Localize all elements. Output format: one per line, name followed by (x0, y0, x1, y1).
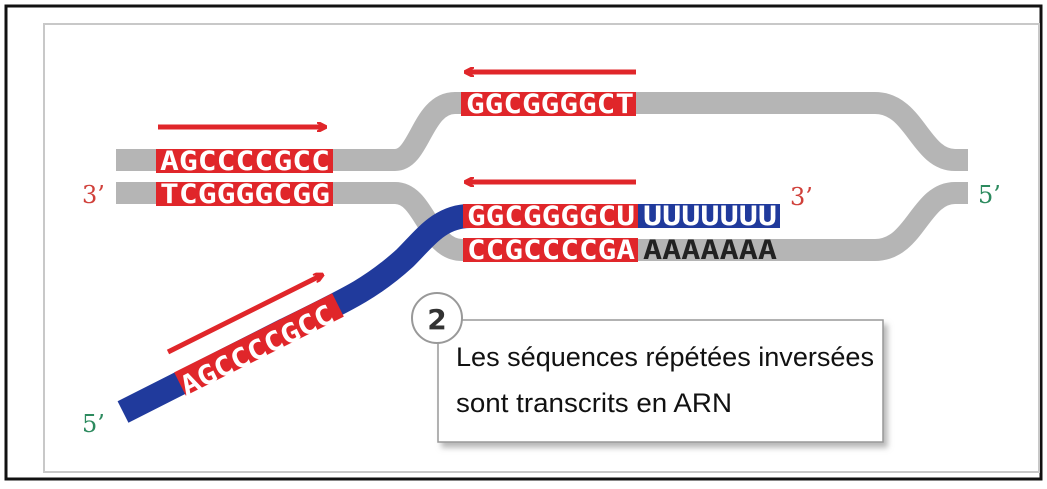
seq-left-bottom: TCGGGGCGG (160, 179, 330, 210)
rna-diag-segment (174, 293, 344, 396)
callout-line-2: sont transcrits en ARN (456, 388, 732, 418)
callout-box (437, 319, 884, 443)
left-bottom-segment (156, 182, 333, 206)
seq-left-top: AGCCCCGCC (160, 146, 330, 177)
top-loop-segment (461, 92, 636, 116)
seq-rna-tail: UUUUUUU (643, 201, 777, 232)
callout-line-1: Les séquences répétées inversées (456, 342, 874, 372)
label-left-3prime: 3’ (82, 181, 105, 209)
rna-inner-segment (463, 204, 638, 228)
seq-bottom-inner: CCGCCCCGA (467, 235, 635, 266)
seq-rna-inner: GGCGGGGCU (467, 201, 635, 232)
bottom-dna-strand (116, 182, 968, 261)
seq-top-loop: GGCGGGGCT (466, 89, 634, 120)
left-top-segment (156, 149, 333, 173)
step-number: 2 (427, 303, 446, 336)
bottom-inner-segment (463, 238, 638, 262)
label-rna-5prime: 5’ (82, 410, 105, 438)
callout: 2 Les séquences répétées inversées sont … (411, 292, 884, 443)
diag-arrow (166, 275, 322, 355)
step-circle (411, 292, 463, 344)
label-rna-3prime: 3’ (790, 183, 813, 211)
label-right-5prime: 5’ (978, 181, 1001, 209)
seq-bottom-tail: AAAAAAA (643, 235, 777, 266)
top-dna-strand (116, 92, 968, 171)
